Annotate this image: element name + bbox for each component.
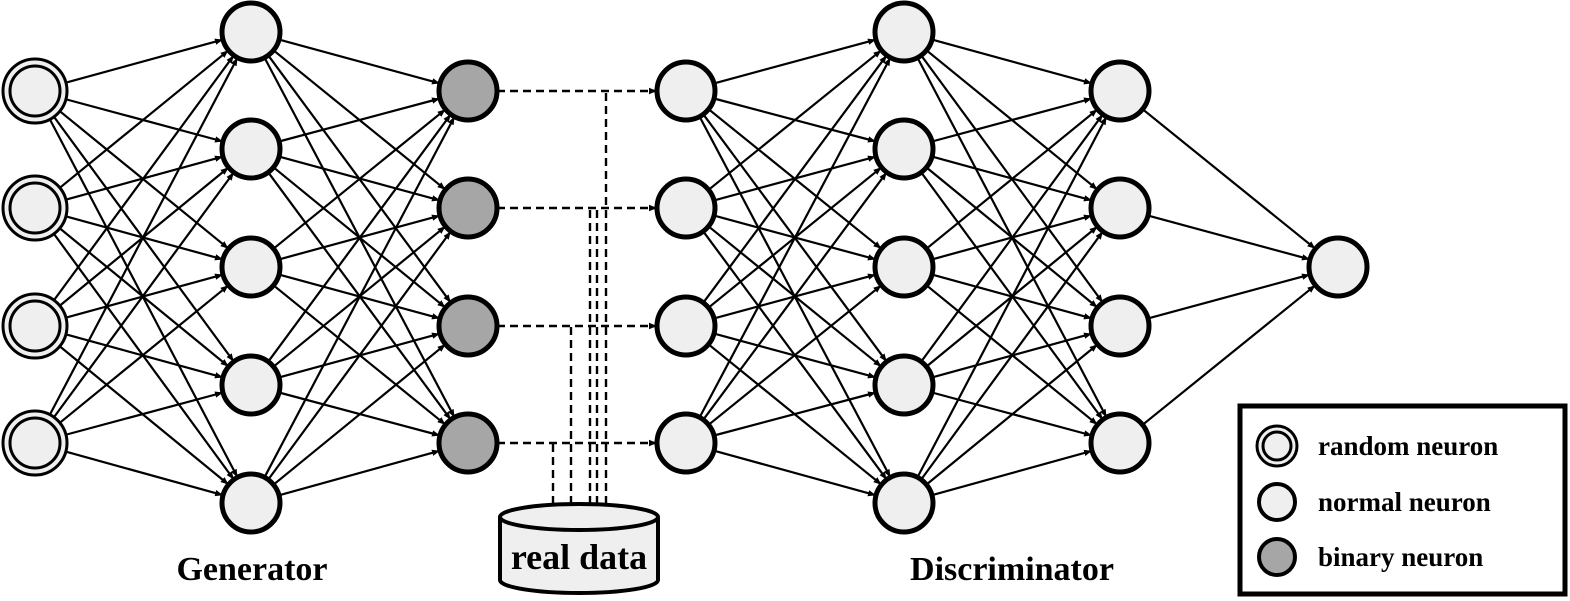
normal-neuron <box>654 59 718 123</box>
random-neuron <box>1 409 69 477</box>
random-neuron-inner-ring <box>8 64 62 118</box>
connection-arrow <box>931 449 1093 497</box>
connection-arrow <box>713 391 877 437</box>
connection-arrow <box>713 38 877 85</box>
random-neuron-inner-ring <box>8 299 62 353</box>
connection-arrow <box>278 38 441 85</box>
connection-arrow <box>931 38 1093 85</box>
connection-arrow <box>931 97 1093 143</box>
connection-arrow <box>47 57 239 418</box>
connection-arrow <box>278 449 441 497</box>
normal-neuron <box>872 117 936 181</box>
random-neuron <box>1 174 69 242</box>
legend: random neuron normal neuron binary neuro… <box>1237 403 1568 597</box>
normal-neuron <box>1088 176 1152 240</box>
legend-random-icon <box>1255 424 1299 468</box>
connection-arrow <box>707 49 883 191</box>
normal-neuron <box>872 235 936 299</box>
connection-arrow <box>267 113 452 363</box>
connection-arrow <box>707 284 883 426</box>
legend-random-label: random neuron <box>1318 431 1498 461</box>
normal-neuron <box>219 0 283 64</box>
random-neuron-inner-ring <box>8 416 62 470</box>
binary-neuron <box>436 411 500 475</box>
normal-neuron <box>219 117 283 181</box>
connection-arrow <box>702 54 888 304</box>
normal-neuron <box>1088 59 1152 123</box>
connection-arrow <box>267 230 452 481</box>
neuron-layer <box>1 0 1370 535</box>
legend-normal-icon <box>1257 482 1297 522</box>
legend-normal-label: normal neuron <box>1318 487 1491 517</box>
connection-arrow <box>925 343 1099 486</box>
connection-arrow <box>62 38 224 85</box>
connection-layer <box>47 38 1317 497</box>
connection-arrow <box>920 113 1104 363</box>
real-data-label: real data <box>511 537 647 577</box>
normal-neuron <box>872 0 936 64</box>
normal-neuron <box>872 353 936 417</box>
normal-neuron <box>654 294 718 358</box>
connection-arrow <box>1141 108 1317 250</box>
binary-neuron <box>436 294 500 358</box>
connection-arrow <box>56 284 230 426</box>
connection-arrow <box>62 449 224 497</box>
normal-neuron <box>654 411 718 475</box>
random-neuron-inner-ring <box>8 181 62 235</box>
binary-neuron <box>436 176 500 240</box>
discriminator-label: Discriminator <box>910 551 1114 588</box>
binary-neuron <box>436 59 500 123</box>
normal-neuron <box>872 471 936 535</box>
connection-arrow <box>51 54 235 304</box>
normal-neuron <box>219 235 283 299</box>
connection-arrow <box>698 57 892 418</box>
normal-neuron <box>1306 235 1370 299</box>
real-data-connection-layer <box>497 87 657 504</box>
normal-neuron <box>219 471 283 535</box>
legend-binary-label: binary neuron <box>1318 542 1483 572</box>
normal-neuron <box>654 176 718 240</box>
connection-arrow <box>62 391 224 437</box>
connection-arrow <box>272 108 447 250</box>
random-neuron <box>1 57 69 125</box>
normal-neuron <box>219 353 283 417</box>
legend-binary-icon <box>1257 537 1297 577</box>
normal-neuron <box>1088 411 1152 475</box>
real-data-cylinder: real data <box>498 502 660 595</box>
connection-arrow <box>263 116 456 478</box>
connection-arrow <box>51 171 235 421</box>
connection-arrow <box>925 108 1099 250</box>
random-neuron <box>1 292 69 360</box>
generator-label: Generator <box>176 551 327 588</box>
connection-arrow <box>702 171 888 421</box>
connection-arrow <box>920 230 1104 481</box>
connection-arrow <box>56 49 230 191</box>
connection-arrow <box>1147 273 1311 320</box>
connection-arrow <box>278 97 441 143</box>
normal-neuron <box>1088 294 1152 358</box>
connection-arrow <box>1141 284 1317 426</box>
connection-arrow <box>713 449 877 497</box>
connection-arrow <box>916 116 1108 478</box>
connection-arrow <box>1147 214 1311 261</box>
connection-arrow <box>272 343 447 486</box>
